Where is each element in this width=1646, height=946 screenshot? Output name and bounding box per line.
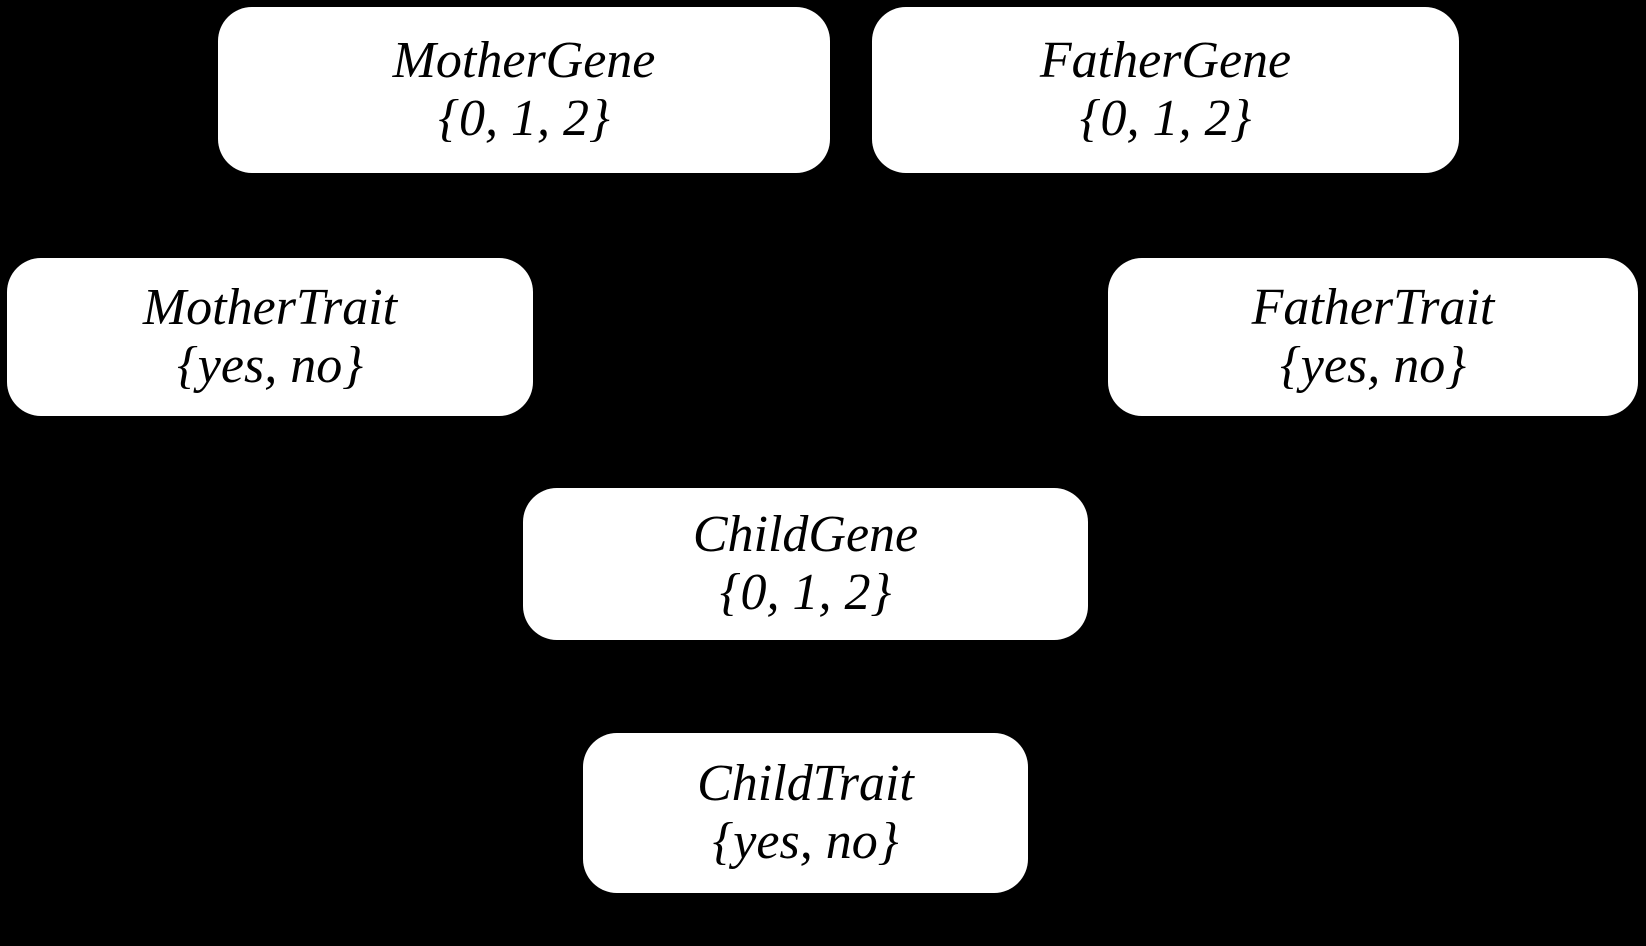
node-mother-gene[interactable]: MotherGene {0, 1, 2} xyxy=(218,7,830,173)
node-child-trait-domain: {yes, no} xyxy=(712,813,899,870)
node-father-trait[interactable]: FatherTrait {yes, no} xyxy=(1108,258,1638,416)
node-father-gene-label: FatherGene xyxy=(1039,31,1292,89)
node-child-gene-domain: {0, 1, 2} xyxy=(719,564,892,621)
node-mother-trait-domain: {yes, no} xyxy=(177,337,363,394)
node-mother-trait[interactable]: MotherTrait {yes, no} xyxy=(7,258,533,416)
node-mother-trait-label: MotherTrait xyxy=(142,278,398,336)
node-mother-gene-domain: {0, 1, 2} xyxy=(438,90,610,147)
node-child-gene-label: ChildGene xyxy=(692,505,919,563)
node-child-trait[interactable]: ChildTrait {yes, no} xyxy=(583,733,1028,893)
node-child-trait-label: ChildTrait xyxy=(697,754,914,812)
node-father-gene-domain: {0, 1, 2} xyxy=(1079,90,1252,147)
node-mother-gene-label: MotherGene xyxy=(392,31,656,89)
node-father-trait-domain: {yes, no} xyxy=(1280,337,1466,394)
node-father-trait-label: FatherTrait xyxy=(1251,278,1495,336)
node-father-gene[interactable]: FatherGene {0, 1, 2} xyxy=(872,7,1459,173)
node-child-gene[interactable]: ChildGene {0, 1, 2} xyxy=(523,488,1088,640)
